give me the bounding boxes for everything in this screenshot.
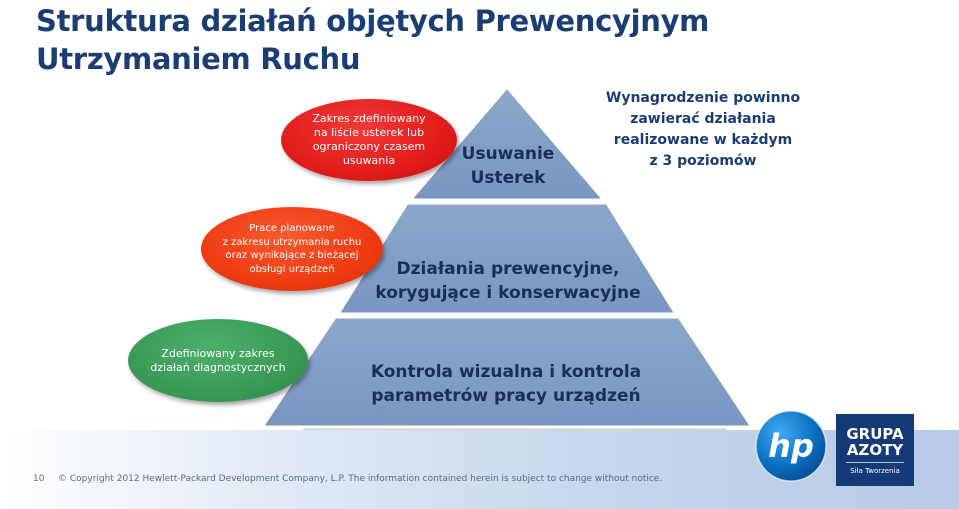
azoty-line-1: GRUPA xyxy=(846,425,904,443)
pyramid-level-middle xyxy=(335,201,679,316)
remuneration-note: Wynagrodzenie powinno zawierać działania… xyxy=(605,90,801,169)
page-title: Struktura działań objętych Prewencyjnym … xyxy=(36,4,710,76)
azoty-line-2: AZOTY xyxy=(846,441,904,459)
bubble-green-text: Zdefiniowany zakres działań diagnostyczn… xyxy=(150,346,286,374)
pyramid-bottom-label: Kontrola wizualna i kontrola parametrów … xyxy=(370,362,642,406)
bubble-red-text: Zakres zdefiniowany na liście usterek lu… xyxy=(312,112,426,167)
copyright-notice: © Copyright 2012 Hewlett-Packard Develop… xyxy=(58,474,663,484)
hp-logo: hp xyxy=(755,410,827,482)
pyramid-level-bottom xyxy=(259,315,755,429)
pyramid-top-label: Usuwanie Usterek xyxy=(461,144,555,188)
grupa-azoty-logo: GRUPA AZOTY Siła Tworzenia xyxy=(836,414,914,486)
hp-logo-text: hp xyxy=(768,427,814,465)
azoty-divider xyxy=(846,462,904,463)
pyramid-level-top xyxy=(406,84,608,202)
bubble-red: Zakres zdefiniowany na liście usterek lu… xyxy=(281,99,457,181)
bubble-orange: Prace planowane z zakresu utrzymania ruc… xyxy=(201,207,383,291)
bubble-green: Zdefiniowany zakres działań diagnostyczn… xyxy=(128,319,308,402)
bubble-orange-text: Prace planowane z zakresu utrzymania ruc… xyxy=(222,223,362,275)
page-number: 10 xyxy=(33,474,45,484)
azoty-tagline: Siła Tworzenia xyxy=(850,467,900,475)
pyramid-middle-label: Działania prewencyjne, korygujące i kons… xyxy=(375,259,641,303)
